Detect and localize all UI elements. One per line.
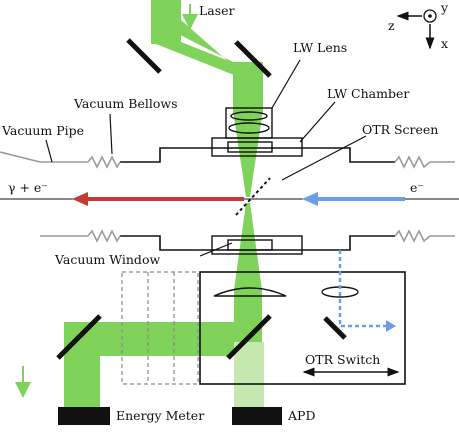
energy-meter-label: Energy Meter xyxy=(116,408,204,423)
electron-label: e⁻ xyxy=(410,180,424,195)
otr-dotted-arrowhead xyxy=(386,320,396,332)
gamma-electron-label: γ + e⁻ xyxy=(8,180,48,195)
vacuum-pipe xyxy=(40,155,455,243)
axis-x-label: x xyxy=(441,36,448,51)
mirror-upper-left xyxy=(126,38,162,74)
gamma-arrowhead xyxy=(72,192,88,206)
vacuum-pipe-label: Vacuum Pipe xyxy=(1,123,84,138)
mirror-lower-left xyxy=(56,314,102,360)
otr-screen-label: OTR Screen xyxy=(362,122,438,137)
otr-light-path xyxy=(234,342,264,407)
mirror-lower-right xyxy=(226,314,272,360)
otr-lens xyxy=(213,287,287,297)
apd-detector xyxy=(232,407,282,425)
apd-label: APD xyxy=(287,408,315,423)
otr-screen xyxy=(235,177,271,216)
coordinate-axes: z y x xyxy=(388,0,449,51)
vacuum-window-label: Vacuum Window xyxy=(54,252,160,267)
dashed-optics xyxy=(121,271,199,385)
laser-label: Laser xyxy=(199,3,235,18)
vacuum-bellows-label: Vacuum Bellows xyxy=(73,96,177,111)
mirror-upper-right xyxy=(234,40,272,78)
otr-switch-label: OTR Switch xyxy=(305,352,380,367)
pipe-stub xyxy=(0,151,41,163)
lw-lens-assembly xyxy=(211,107,303,157)
mirrors xyxy=(56,38,347,360)
otr-switch-box xyxy=(199,271,406,385)
electron-arrowhead xyxy=(302,192,318,206)
leader-lines xyxy=(45,59,367,257)
lw-lens-label: LW Lens xyxy=(293,40,347,55)
axis-y-label: y xyxy=(440,0,449,15)
otr-switch-mirror xyxy=(323,316,347,340)
energy-meter xyxy=(58,407,110,425)
lw-chamber-label: LW Chamber xyxy=(327,86,409,101)
axis-z-label: z xyxy=(388,18,395,33)
